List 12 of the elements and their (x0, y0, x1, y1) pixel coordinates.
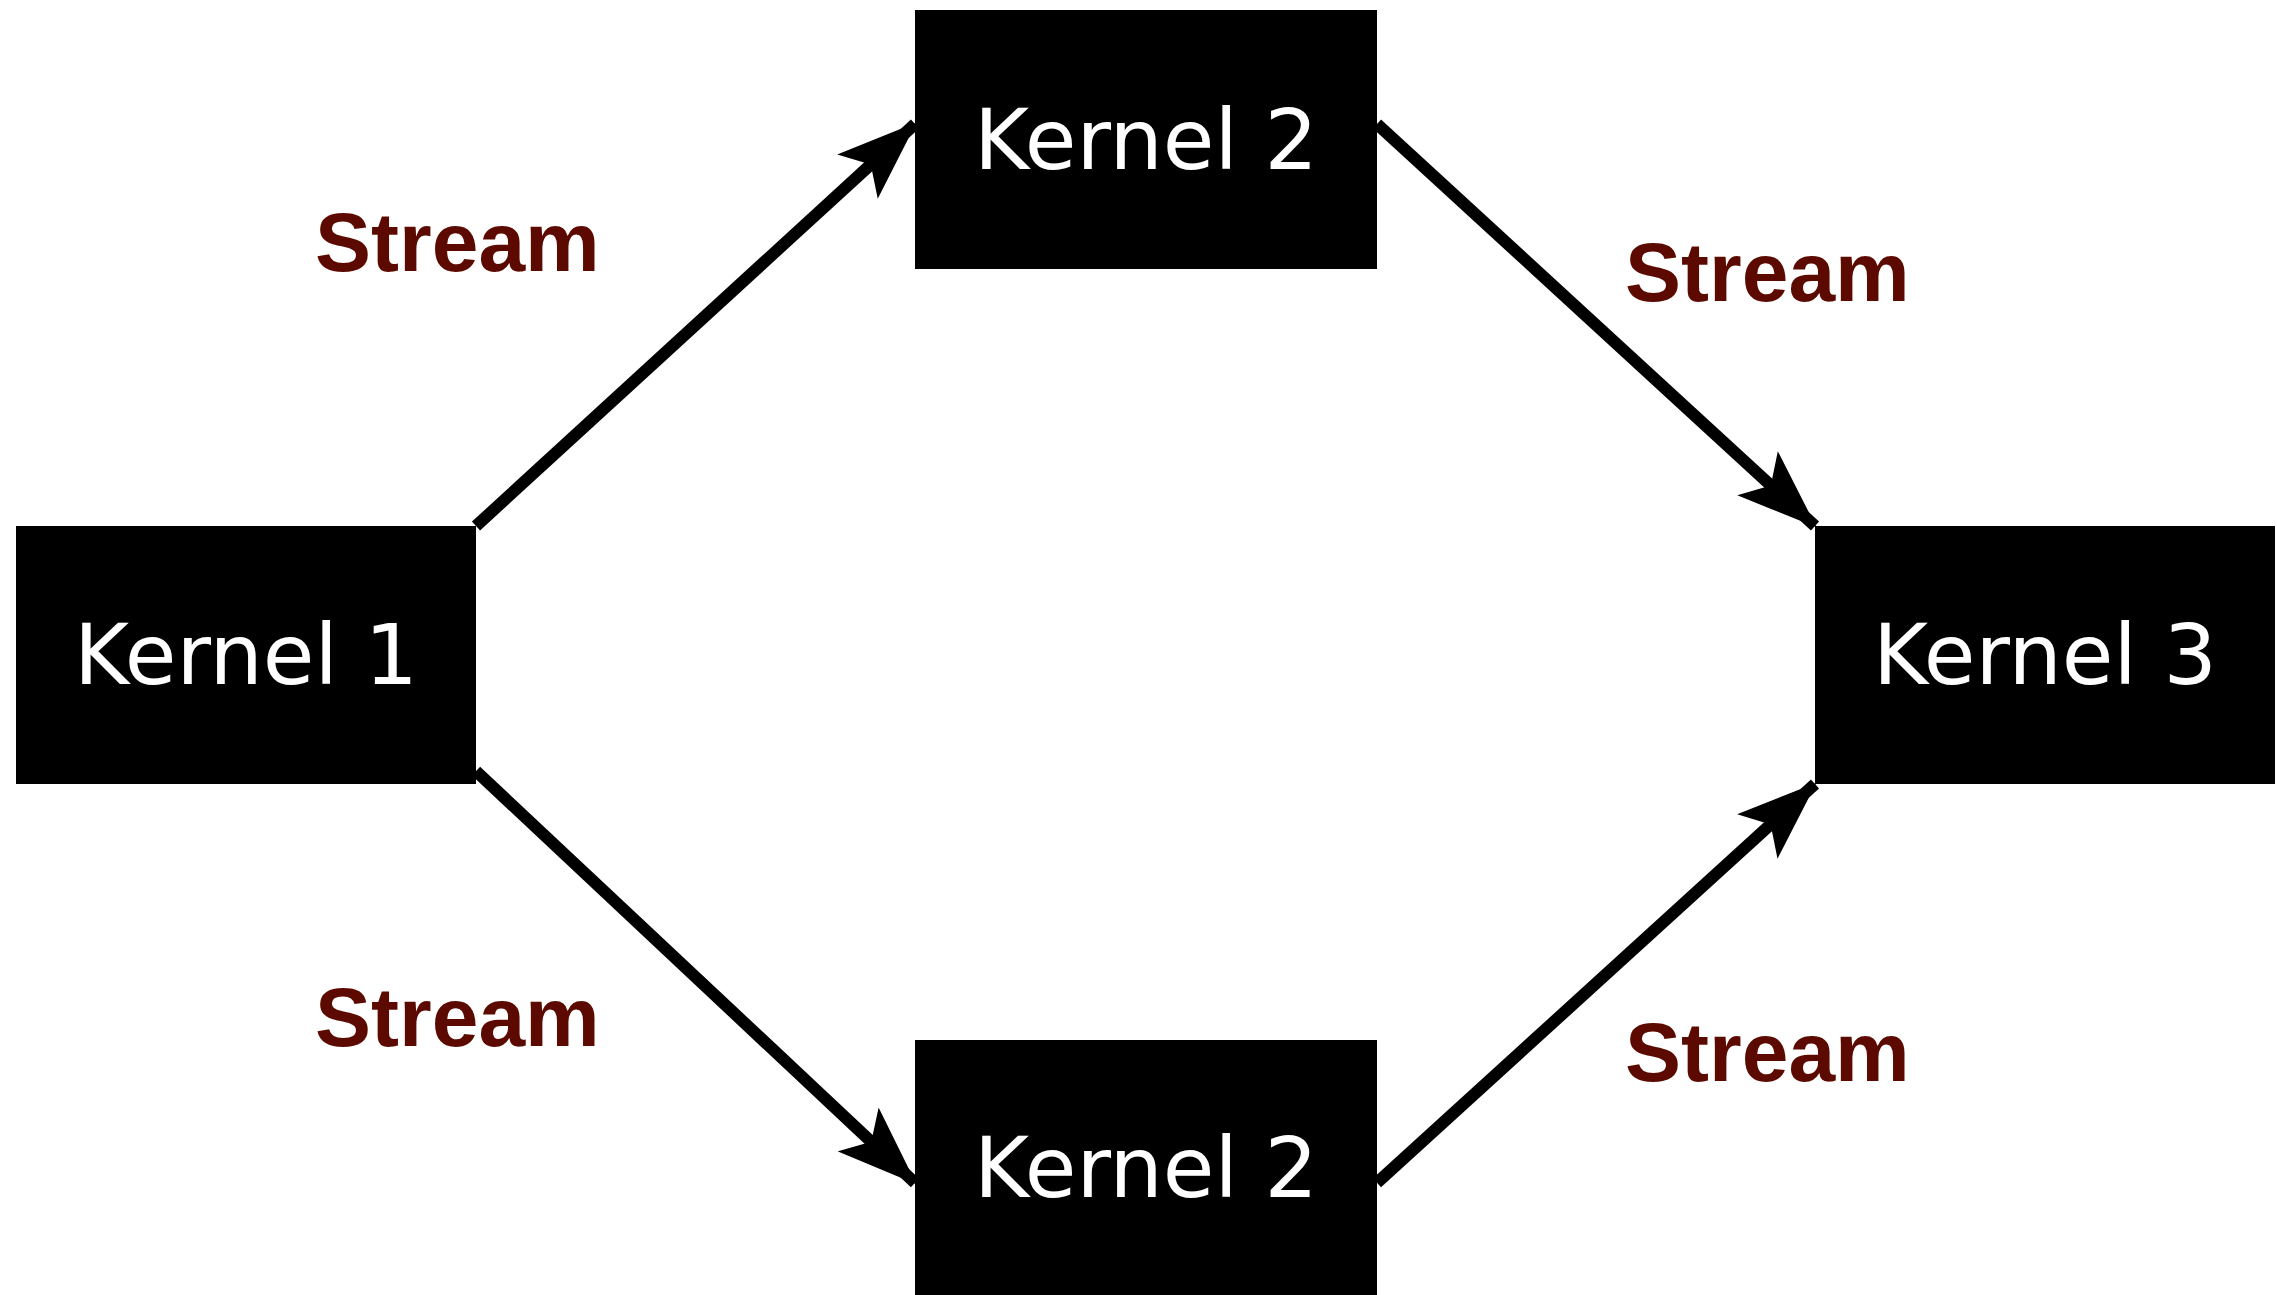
edge-label: Stream (1625, 230, 1910, 314)
kernel-label: Kernel 2 (973, 90, 1318, 189)
kernel-box (16, 526, 476, 784)
edge-label: Stream (1625, 1010, 1910, 1094)
kernel-label: Kernel 1 (73, 606, 418, 704)
kernel-box (1815, 526, 2275, 784)
kernel-label: Kernel 2 (973, 1118, 1318, 1217)
kernel-label: Kernel 3 (1872, 606, 2217, 704)
kernel-box (915, 1040, 1377, 1295)
edge-label: Stream (315, 200, 600, 284)
edge-label: Stream (315, 975, 600, 1059)
kernel-box (915, 10, 1377, 269)
